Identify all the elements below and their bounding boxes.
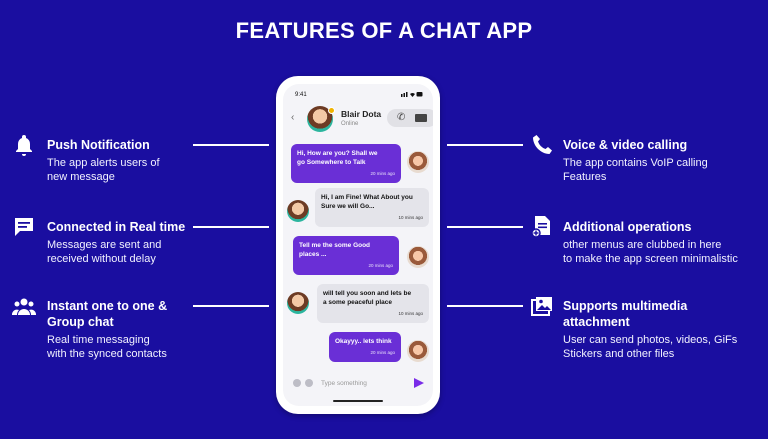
feature-description: The app contains VoIP calling Features (563, 157, 708, 183)
feature-additional-operations: Additional operations other menus are cl… (563, 219, 763, 266)
message-text: Hi, I am Fine! What About you Sure we wi… (321, 194, 413, 210)
feature-description: The app alerts users of new message (47, 157, 160, 183)
connector-line (193, 144, 269, 146)
message-text: Tell me the some Good places ... (299, 242, 371, 258)
receiver-avatar (287, 292, 309, 314)
feature-title: Connected in Real time (47, 220, 186, 234)
message-bubble-incoming[interactable]: will tell you soon and lets be a some pe… (317, 284, 429, 323)
attachment-icon[interactable] (293, 379, 301, 387)
message-timestamp: 20 mins ago (370, 171, 395, 176)
status-icons (401, 92, 423, 97)
contact-name: Blair Dota (341, 109, 382, 119)
message-input[interactable]: Type something (321, 380, 367, 387)
feature-title: Voice & video calling (563, 138, 688, 152)
online-indicator (328, 107, 335, 114)
message-timestamp: 10 mins ago (398, 215, 423, 220)
feature-instant-group-chat: Instant one to one & Group chat Real tim… (47, 298, 217, 361)
message-timestamp: 10 mins ago (398, 311, 423, 316)
image-icon (530, 295, 554, 319)
phone-icon (530, 133, 554, 157)
message-bubble-outgoing[interactable]: Hi, How are you? Shall we go Somewhere t… (291, 144, 401, 183)
message-text: will tell you soon and lets be a some pe… (323, 290, 412, 306)
message-input-bar: Type something (283, 374, 433, 394)
feature-description: Real time messaging with the synced cont… (47, 334, 167, 360)
status-time: 9:41 (295, 92, 307, 98)
connector-line (447, 226, 523, 228)
sender-avatar (407, 340, 429, 362)
sender-avatar (407, 246, 429, 268)
receiver-avatar (287, 200, 309, 222)
feature-title: Instant one to one & Group chat (47, 299, 168, 329)
message-text: Hi, How are you? Shall we go Somewhere t… (297, 150, 378, 166)
feature-voice-video-calling: Voice & video calling The app contains V… (563, 137, 763, 184)
sender-avatar (407, 151, 429, 173)
chat-bubble-icon (12, 215, 36, 239)
page-title: FEATURES OF A CHAT APP (235, 18, 533, 43)
phone-call-icon[interactable]: ✆ (397, 112, 406, 123)
call-actions: ✆ (387, 109, 433, 127)
send-icon[interactable] (414, 378, 424, 388)
feature-description: other menus are clubbed in here to make … (563, 239, 738, 265)
message-bubble-outgoing[interactable]: Tell me the some Good places ... 20 mins… (293, 236, 399, 275)
feature-connected-real-time: Connected in Real time Messages are sent… (47, 219, 217, 266)
connector-line (193, 305, 269, 307)
message-bubble-outgoing[interactable]: Okayyy.. lets think 20 mins ago (329, 332, 401, 362)
feature-title: Supports multimedia attachment (563, 299, 688, 329)
connector-line (447, 144, 523, 146)
connector-line (447, 305, 523, 307)
message-text: Okayyy.. lets think (335, 338, 392, 345)
feature-description: Messages are sent and received without d… (47, 239, 162, 265)
message-timestamp: 20 mins ago (370, 350, 395, 355)
connector-line (193, 226, 269, 228)
feature-title: Additional operations (563, 220, 692, 234)
users-icon (12, 295, 36, 319)
message-bubble-incoming[interactable]: Hi, I am Fine! What About you Sure we wi… (315, 188, 429, 227)
chat-screen: 9:41 ‹ Blair Dota Online ✆ Hi, How are y… (283, 84, 433, 406)
contact-status: Online (341, 121, 359, 127)
feature-push-notification: Push Notification The app alerts users o… (47, 137, 217, 184)
back-chevron-icon[interactable]: ‹ (291, 112, 295, 123)
feature-multimedia-attachment: Supports multimedia attachment User can … (563, 298, 763, 361)
feature-description: User can send photos, videos, GiFs Stick… (563, 334, 738, 360)
feature-title: Push Notification (47, 138, 150, 152)
document-add-icon (530, 214, 554, 238)
bell-icon (12, 133, 36, 157)
message-timestamp: 20 mins ago (368, 263, 393, 268)
chat-header: ‹ Blair Dota Online ✆ (283, 106, 433, 136)
video-call-icon[interactable] (415, 114, 427, 122)
emoji-icon[interactable] (305, 379, 313, 387)
home-indicator (333, 400, 383, 402)
